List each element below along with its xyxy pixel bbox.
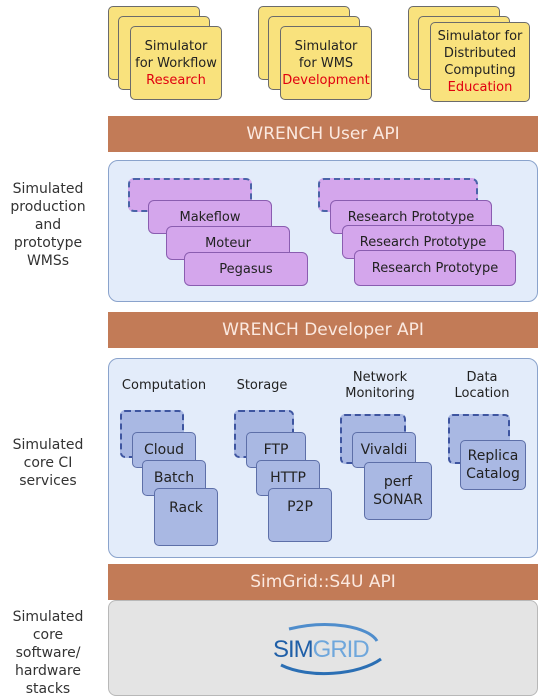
service-card-rack: Rack bbox=[154, 488, 218, 546]
side-label-ci: Simulated core CI services bbox=[0, 436, 96, 490]
side-label-line: core CI bbox=[23, 455, 73, 471]
column-title-data: Data Location bbox=[446, 370, 518, 402]
simulator-highlight: Development bbox=[282, 72, 370, 88]
side-label-line: production bbox=[10, 199, 86, 215]
service-card-perfsonar: perf SONAR bbox=[364, 462, 432, 520]
column-title-network: Network Monitoring bbox=[336, 370, 424, 402]
service-card-batch: Batch bbox=[142, 460, 206, 496]
simgrid-logo-swirl-icon bbox=[280, 623, 382, 675]
simgrid-logo-text-dark: SIM bbox=[273, 636, 314, 663]
side-label-line: software/ bbox=[15, 645, 81, 661]
service-card-p2p: P2P bbox=[268, 488, 332, 542]
simulator-line: Computing bbox=[444, 63, 516, 78]
service-card-label: Rack bbox=[169, 500, 203, 516]
side-label-wms: Simulated production and prototype WMSs bbox=[0, 180, 96, 270]
side-label-line: stacks bbox=[25, 681, 71, 697]
simulator-line: Distributed bbox=[443, 46, 517, 61]
column-title-storage: Storage bbox=[236, 378, 288, 393]
wms-card-pegasus: Pegasus bbox=[184, 252, 308, 286]
side-label-line: Simulated bbox=[12, 181, 84, 197]
column-title-line: Location bbox=[454, 386, 510, 401]
simulator-highlight: Research bbox=[146, 72, 206, 88]
wrench-user-api-bar: WRENCH User API bbox=[108, 116, 538, 152]
side-label-line: Simulated bbox=[12, 437, 84, 453]
side-label-line: and bbox=[34, 217, 62, 233]
side-label-line: Simulated bbox=[12, 609, 84, 625]
simulator-line: Simulator bbox=[294, 38, 358, 54]
wms-card-research-prototype: Research Prototype bbox=[354, 250, 516, 286]
column-title-line: Data bbox=[466, 370, 498, 385]
side-label-line: hardware bbox=[15, 663, 81, 679]
simulator-line: Simulator bbox=[144, 38, 208, 54]
simgrid-logo-text-light: GRID bbox=[312, 636, 370, 663]
side-label-line: WMSs bbox=[26, 253, 70, 269]
wrench-developer-api-bar: WRENCH Developer API bbox=[108, 312, 538, 348]
simulator-card-wms: Simulator for WMS Development bbox=[280, 26, 372, 100]
simulator-card-education: Simulator for Distributed Computing Educ… bbox=[430, 22, 530, 102]
column-title-line: Monitoring bbox=[345, 386, 415, 401]
side-label-line: core bbox=[32, 627, 64, 643]
simulator-card-workflow: Simulator for Workflow Research bbox=[130, 26, 222, 100]
simulator-highlight: Education bbox=[447, 80, 513, 95]
simgrid-s4u-api-bar: SimGrid::S4U API bbox=[108, 564, 538, 600]
service-card-replica-catalog: Replica Catalog bbox=[460, 440, 526, 490]
simgrid-panel: SIMGRID bbox=[108, 600, 538, 696]
simulator-line: for WMS bbox=[298, 55, 354, 71]
simulator-line: for Workflow bbox=[135, 55, 217, 71]
simulator-line: Simulator for bbox=[437, 29, 523, 44]
side-label-stack: Simulated core software/ hardware stacks bbox=[0, 608, 96, 698]
column-title-line: Network bbox=[352, 370, 408, 385]
side-label-line: prototype bbox=[13, 235, 83, 251]
column-title-computation: Computation bbox=[121, 378, 207, 393]
simgrid-logo: SIMGRID bbox=[259, 619, 399, 679]
side-label-line: services bbox=[19, 473, 77, 489]
service-card-label: P2P bbox=[287, 499, 313, 515]
